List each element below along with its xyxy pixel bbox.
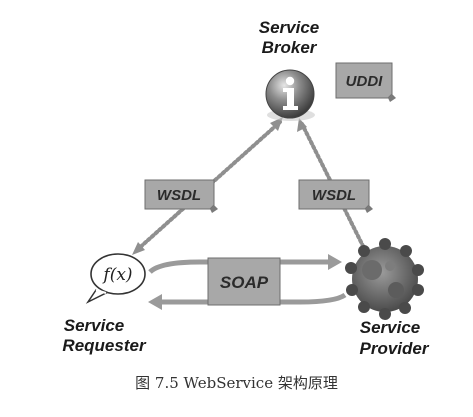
info-dot (285, 76, 295, 86)
uddi-label: UDDI (346, 73, 383, 90)
provider-label-line2: Provider (360, 339, 430, 358)
gear-icon (345, 238, 424, 320)
requester-icon: f(x) (85, 253, 146, 304)
soap-arrow-to-provider (148, 254, 342, 274)
requester-label-line1: Service (64, 316, 125, 335)
soap-label: SOAP (220, 273, 269, 292)
uddi-tag: UDDI (335, 62, 396, 102)
wsdl-tag-left: WSDL (144, 179, 218, 213)
broker-label-line1: Service (259, 18, 320, 37)
broker-icon (265, 69, 315, 121)
figure-caption: 图 7.5 WebService 架构原理 (135, 374, 338, 392)
requester-label-line2: Requester (62, 336, 147, 355)
info-stem (283, 88, 298, 110)
soap-arrow-to-requester (148, 292, 347, 310)
broker-label-line2: Broker (262, 38, 318, 57)
function-symbol: f(x) (101, 265, 132, 285)
arrowhead-to-broker-right (297, 118, 307, 132)
arrowhead-to-broker-left (270, 117, 283, 131)
wsdl-tag-right: WSDL (298, 179, 373, 213)
wsdl-label-left: WSDL (157, 187, 201, 204)
wsdl-label-right: WSDL (312, 187, 356, 204)
provider-label-line1: Service (360, 318, 421, 337)
soap-tag: SOAP (207, 257, 281, 306)
arrowhead-to-requester (132, 242, 145, 255)
